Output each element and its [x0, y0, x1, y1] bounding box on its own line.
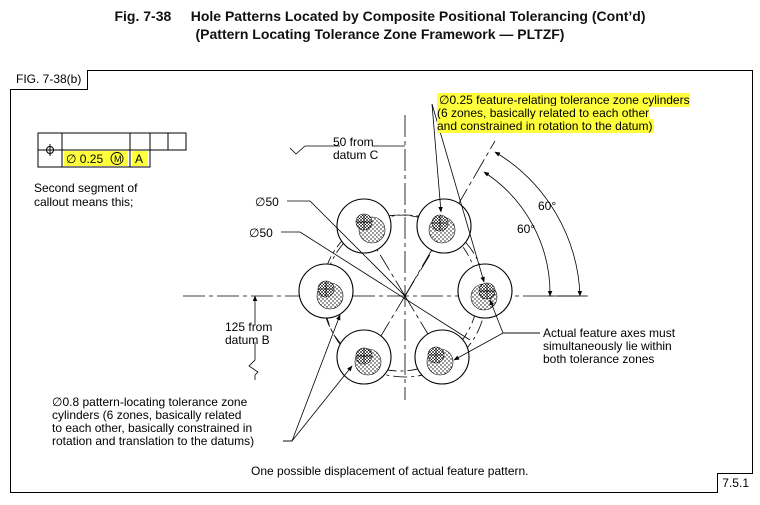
figure-sub-label: FIG. 7-38(b) — [10, 70, 89, 90]
diameter-50-top-label: ∅50 — [255, 195, 279, 209]
from-datum-b-label: 125 from datum B — [225, 320, 273, 347]
reference-number: 7.5.1 — [717, 473, 753, 493]
figure-title-line-1: Fig. 7-38 Hole Patterns Located by Compo… — [114, 8, 646, 24]
callout-explanation: Second segment of callout means this; — [34, 181, 138, 209]
leader-lines — [248, 103, 540, 442]
hole-center-marks — [319, 215, 494, 363]
mmc-modifier: M — [114, 154, 122, 164]
frtz-cylinders-label: ∅0.25 feature-relating tolerance zone cy… — [437, 93, 690, 133]
from-datum-c-label: 50 from datum C — [333, 135, 379, 162]
callout-datum: A — [135, 152, 144, 166]
hole-bottom-right — [414, 329, 470, 385]
pltz-cylinders-label: ∅0.8 pattern-locating tolerance zone cyl… — [52, 395, 255, 448]
angle-outer-label: 60° — [538, 199, 557, 213]
angle-inner-label: 60° — [517, 222, 536, 236]
figure-caption: One possible displacement of actual feat… — [251, 464, 529, 478]
angle-dimensions — [483, 151, 588, 297]
figure-frame — [10, 70, 753, 493]
callout-tolerance: ∅ 0.25 — [66, 152, 104, 166]
mmc-modifier-circle — [110, 152, 124, 165]
position-icon — [44, 144, 56, 156]
actual-axes-label: Actual feature axes must simultaneously … — [543, 326, 676, 366]
diameter-50-bottom-label: ∅50 — [249, 226, 273, 240]
figure-title-line-2: (Pattern Locating Tolerance Zone Framewo… — [195, 26, 565, 42]
hole-top-right — [416, 198, 472, 254]
